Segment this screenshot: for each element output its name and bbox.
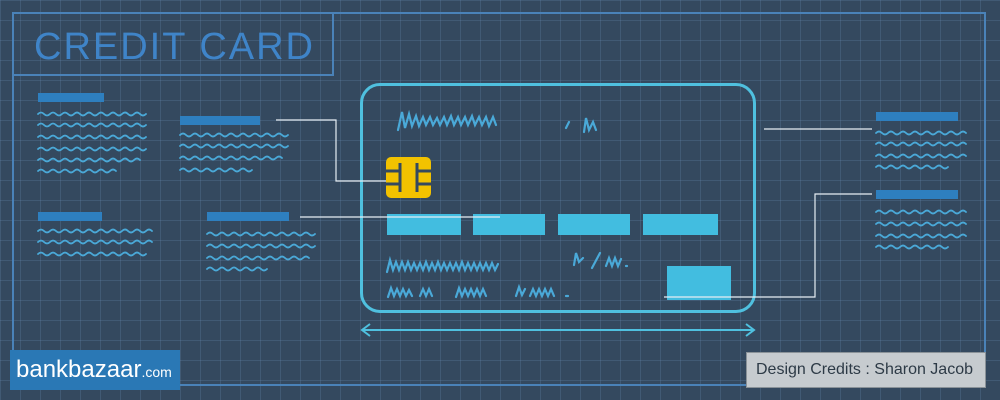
label-bar-right-2 xyxy=(876,190,958,199)
brand-name-part2: bazaar xyxy=(68,356,142,383)
chip-icon xyxy=(386,157,431,198)
outer-frame xyxy=(12,12,986,386)
cardholder-signature xyxy=(396,109,498,132)
card-hologram-block xyxy=(667,266,731,300)
title-box xyxy=(14,14,334,76)
design-credits: Design Credits : Sharon Jacob xyxy=(756,361,973,378)
brand-logo-text[interactable]: bankbazaar.com xyxy=(16,356,172,384)
signature-tail xyxy=(564,117,598,134)
brand-suffix: .com xyxy=(141,364,172,380)
brand-name-part1: bank xyxy=(16,356,69,383)
credit-card-outline xyxy=(360,83,756,313)
body-text-scribbles xyxy=(37,111,967,272)
label-bar-left-2 xyxy=(180,116,260,125)
page-title: CREDIT CARD xyxy=(34,26,315,68)
card-number-block-3 xyxy=(558,214,630,235)
label-bar-right-1 xyxy=(876,112,958,121)
card-number-block-4 xyxy=(643,214,718,235)
card-number-block-1 xyxy=(387,214,461,235)
card-name-line xyxy=(385,255,500,274)
brand-logo[interactable] xyxy=(10,350,180,390)
connector-chip xyxy=(276,119,386,182)
card-scribbles xyxy=(385,109,629,299)
label-bar-left-1 xyxy=(38,93,104,102)
expiry-scribble xyxy=(572,251,629,270)
label-bar-left-3 xyxy=(38,212,102,221)
card-footer-scribble xyxy=(386,283,570,299)
card-number-block-2 xyxy=(473,214,545,235)
label-bar-left-4 xyxy=(207,212,289,221)
double-arrow-icon xyxy=(360,323,756,337)
credits-box xyxy=(746,352,986,388)
connector-hologram xyxy=(664,193,872,298)
